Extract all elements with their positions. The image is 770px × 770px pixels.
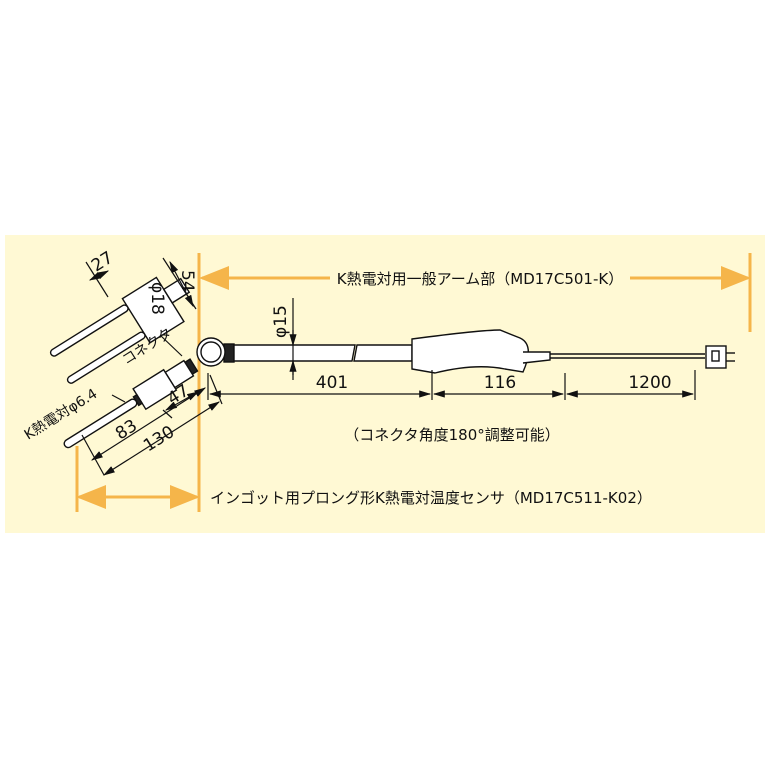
dimension-lines <box>81 257 696 476</box>
arm-label: K熱電対用一般アーム部（MD17C501-K） <box>337 270 623 288</box>
dim-130: 130 <box>140 422 178 456</box>
dim-phi18: φ18 <box>147 282 167 315</box>
dim-54: 54 <box>177 270 197 292</box>
dim-83: 83 <box>112 416 141 444</box>
dim-401: 401 <box>316 373 348 393</box>
dim-phi15: φ15 <box>271 305 291 338</box>
arm <box>196 329 735 374</box>
sensor-label: インゴット用プロング形K熱電対温度センサ（MD17C511-K02） <box>210 489 652 507</box>
diagram-background <box>5 235 765 533</box>
angle-note: （コネクタ角度180°調整可能） <box>344 426 560 444</box>
dim-1200: 1200 <box>628 373 671 393</box>
dim-116: 116 <box>484 373 516 393</box>
